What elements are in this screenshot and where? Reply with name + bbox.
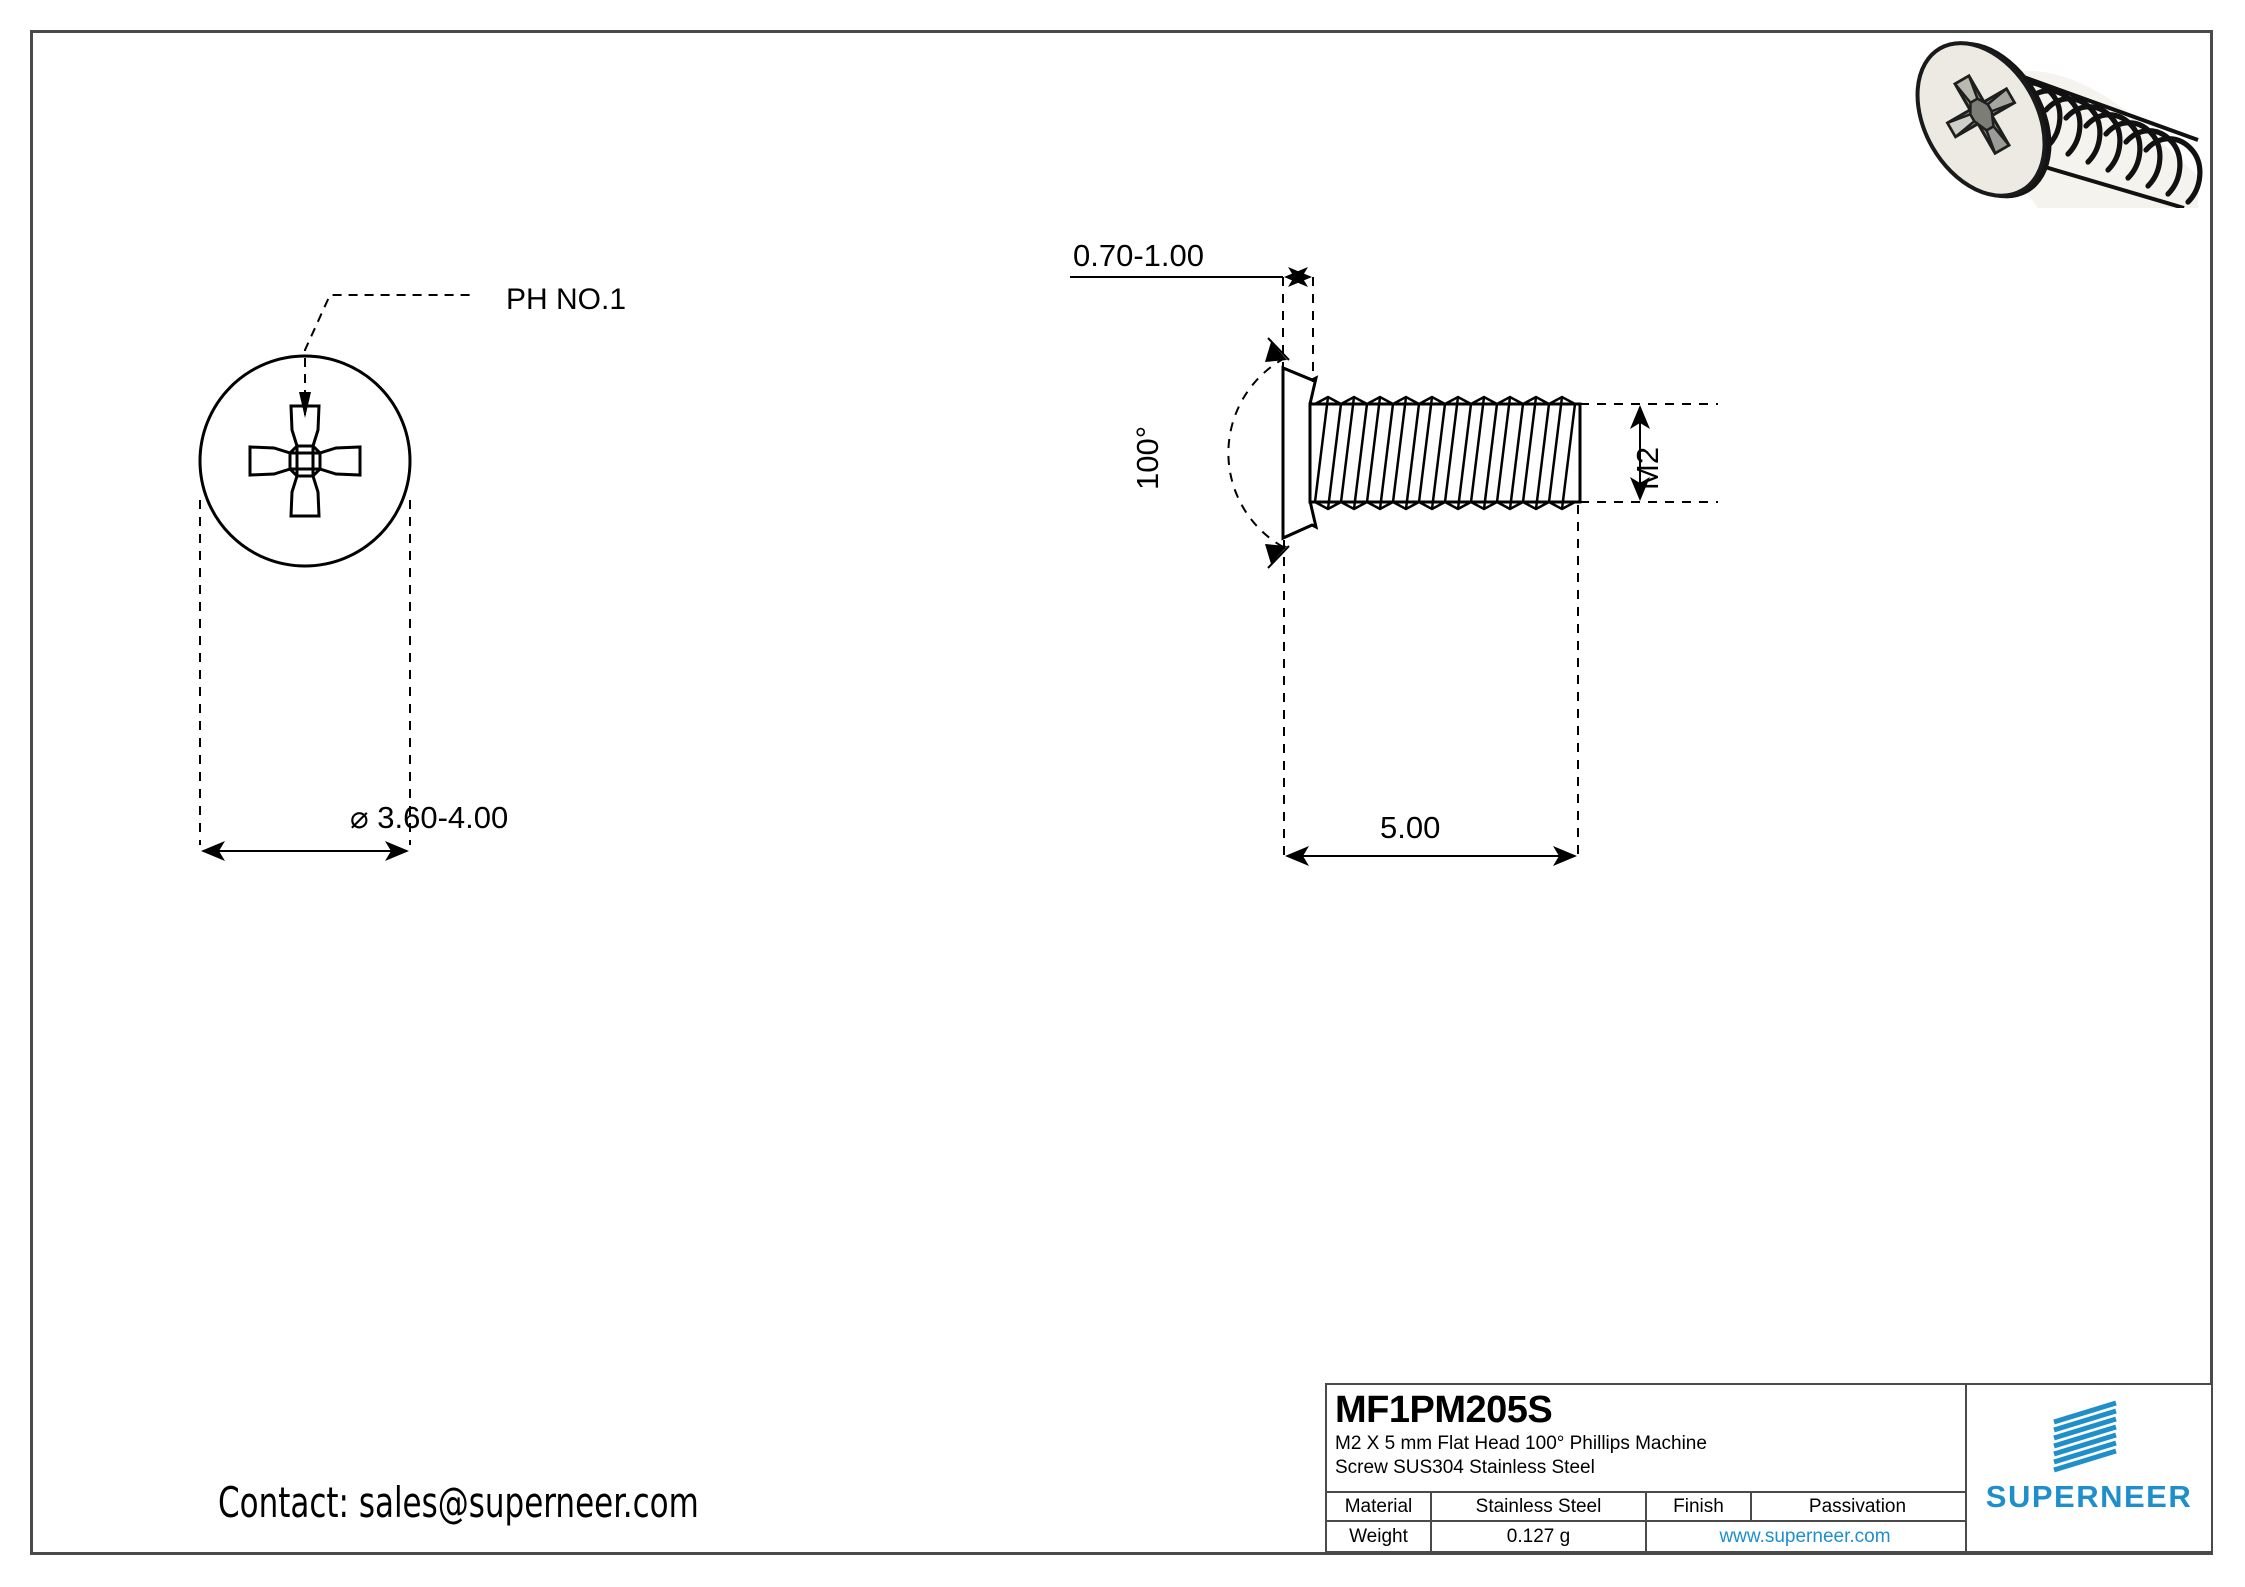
finish-value: Passivation <box>1808 1495 1907 1517</box>
phillips-recess-3d <box>1945 73 2017 156</box>
part-description-line-2: Screw SUS304 Stainless Steel <box>1335 1457 1595 1479</box>
head-diameter-label: ⌀ 3.60-4.00 <box>350 800 509 835</box>
title-block-left: MF1PM205S M2 X 5 mm Flat Head 100° Phill… <box>1327 1385 1967 1551</box>
website-link[interactable]: www.superneer.com <box>1719 1525 1891 1547</box>
screw-3d-render <box>1915 41 2203 208</box>
material-label: Material <box>1327 1493 1432 1520</box>
title-block-description-area: MF1PM205S M2 X 5 mm Flat Head 100° Phill… <box>1327 1385 1965 1493</box>
superneer-logo-mark <box>2053 1400 2117 1473</box>
ph-no-1-label: PH NO.1 <box>506 283 627 316</box>
weight-value: 0.127 g <box>1432 1522 1647 1551</box>
title-block-logo-area: SUPERNEER <box>1967 1385 2211 1551</box>
head-height-label: 0.70-1.00 <box>1073 238 1204 273</box>
thread-size-label: M2 <box>1630 446 1665 490</box>
superneer-logo-text: SUPERNEER <box>1985 1479 2193 1514</box>
part-number: MF1PM205S <box>1335 1389 1553 1431</box>
weight-label: Weight <box>1327 1522 1432 1551</box>
title-block-row-material: Material Stainless Steel Finish Passivat… <box>1327 1493 1965 1522</box>
title-block: MF1PM205S M2 X 5 mm Flat Head 100° Phill… <box>1325 1383 2213 1553</box>
material-value: Stainless Steel <box>1432 1493 1647 1520</box>
contact-email-text: Contact: sales@superneer.com <box>218 1478 699 1527</box>
screw-length-label: 5.00 <box>1380 810 1441 845</box>
countersink-angle-label: 100° <box>1130 425 1165 490</box>
drawing-frame-border <box>30 30 2213 1555</box>
title-block-row-weight: Weight 0.127 g www.superneer.com <box>1327 1522 1965 1551</box>
finish-label: Finish <box>1647 1493 1752 1520</box>
part-description-line-1: M2 X 5 mm Flat Head 100° Phillips Machin… <box>1335 1432 1707 1454</box>
